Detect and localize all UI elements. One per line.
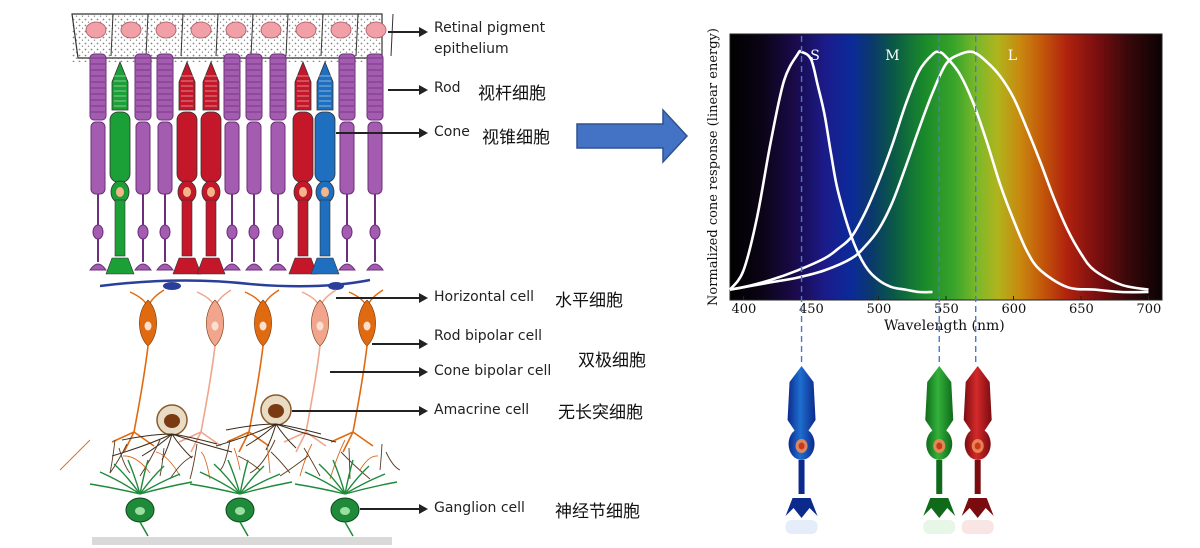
label-cone: Cone xyxy=(434,124,470,140)
reference-lines xyxy=(800,36,977,362)
x-tick-label: 650 xyxy=(1069,302,1094,317)
rpe-nucleus xyxy=(260,21,282,39)
cone-cell xyxy=(310,60,340,275)
label-rod-bipolar: Rod bipolar cell xyxy=(434,328,542,344)
arrowhead xyxy=(419,293,428,303)
arrowhead xyxy=(419,27,428,37)
ganglion-cell xyxy=(189,459,293,537)
rpe-nucleus xyxy=(225,21,247,39)
label-ganglion-chinese: 神经节细胞 xyxy=(555,502,640,522)
horizontal-cell-body xyxy=(163,282,181,290)
curve-l-cone xyxy=(729,50,1149,291)
cone-cell xyxy=(172,60,202,275)
ganglion-cell xyxy=(89,459,193,537)
label-horizontal: Horizontal cell xyxy=(434,289,535,305)
amacrine-cell xyxy=(215,394,337,451)
rpe-nucleus xyxy=(85,21,107,39)
rod-cell xyxy=(156,53,174,271)
x-tick-label: 550 xyxy=(934,302,959,317)
arrowhead xyxy=(419,339,428,349)
label-rod: Rod xyxy=(434,80,461,96)
curve-s-cone xyxy=(728,49,933,294)
rpe-nucleus xyxy=(155,21,177,39)
cone-cell xyxy=(196,60,226,275)
s-cone-illustration xyxy=(785,366,818,534)
arrowhead xyxy=(419,367,428,377)
arrowhead xyxy=(419,128,428,138)
rod-pointer xyxy=(388,89,419,91)
rpe-nucleus xyxy=(330,21,352,39)
m-cone-illustration xyxy=(923,366,956,534)
cone-cell xyxy=(288,60,318,275)
rpe-nucleus xyxy=(295,21,317,39)
rod-cell xyxy=(245,53,263,271)
series-label-s: S xyxy=(810,48,820,64)
rod-cell xyxy=(89,53,107,271)
label-horizontal-chinese: 水平细胞 xyxy=(555,291,623,311)
cone-bipolar-pointer xyxy=(330,371,419,373)
arrowhead xyxy=(419,504,428,514)
x-tick-label: 400 xyxy=(731,302,757,317)
ganglion-cell xyxy=(294,459,398,537)
rod-bipolar-pointer xyxy=(372,343,419,345)
series-label-m: M xyxy=(885,48,900,64)
series-label-l: L xyxy=(1007,48,1018,64)
rod-cell xyxy=(269,53,287,271)
rpe-pointer xyxy=(388,31,419,33)
l-cone-illustration xyxy=(961,366,994,534)
rod-cell xyxy=(223,53,241,271)
inner-retina-layer xyxy=(59,278,401,545)
ganglion-pointer xyxy=(360,508,419,510)
label-amacrine-chinese: 无长突细胞 xyxy=(558,403,643,423)
x-axis-title: Wavelength (nm) xyxy=(884,318,1005,334)
x-axis-ticks xyxy=(743,296,1149,300)
label-ganglion: Ganglion cell xyxy=(434,500,525,516)
rpe-nucleus xyxy=(365,21,387,39)
photoreceptor-layer xyxy=(89,53,384,275)
arrowhead xyxy=(419,406,428,416)
big-arrow xyxy=(576,108,689,164)
x-tick-label: 700 xyxy=(1136,302,1162,317)
curve-m-cone xyxy=(729,50,1149,294)
label-cone-chinese: 视锥细胞 xyxy=(482,128,550,148)
amacrine-pointer xyxy=(292,410,419,412)
x-tick-label: 600 xyxy=(1001,302,1027,317)
bipolar-cell xyxy=(178,289,232,453)
bipolar-cell xyxy=(330,289,384,453)
horizontal-pointer xyxy=(336,297,419,299)
rpe-nucleus xyxy=(190,21,212,39)
label-rod-chinese: 视杆细胞 xyxy=(478,84,546,104)
label-bipolar-group-chinese: 双极细胞 xyxy=(578,351,646,371)
cone-pointer xyxy=(336,132,419,134)
label-amacrine: Amacrine cell xyxy=(434,402,530,418)
rod-cell xyxy=(338,53,356,271)
label-cone-bipolar: Cone bipolar cell xyxy=(434,363,552,379)
bipolar-cell xyxy=(283,289,337,453)
arrowhead xyxy=(419,85,428,95)
cone-cell xyxy=(105,60,135,275)
x-tick-label: 450 xyxy=(799,302,824,317)
bipolar-cell xyxy=(111,289,165,453)
rod-cell xyxy=(366,53,384,271)
x-tick-label: 500 xyxy=(866,302,892,317)
retina-diagram xyxy=(59,13,401,545)
rod-cell xyxy=(134,53,152,271)
rpe-nucleus xyxy=(120,21,142,39)
bipolar-cell xyxy=(226,289,280,453)
cone-illustrations xyxy=(785,366,994,534)
curves xyxy=(728,49,1149,294)
amacrine-cell xyxy=(111,404,233,461)
rpe-layer xyxy=(71,13,394,62)
label-rpe-line2: epithelium xyxy=(434,41,509,57)
label-rpe-line1: Retinal pigment xyxy=(434,20,546,36)
